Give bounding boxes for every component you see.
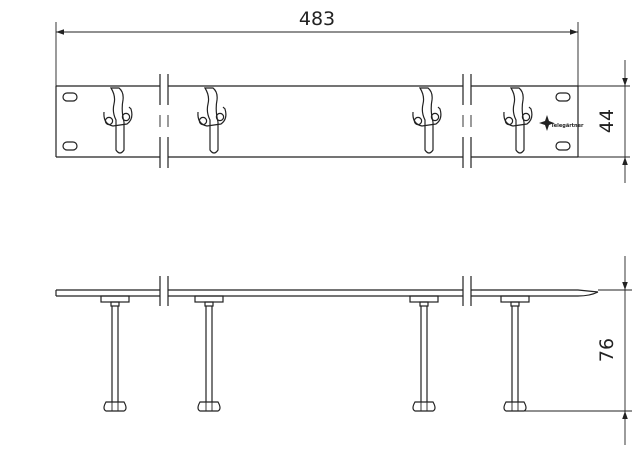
cable-holder-front xyxy=(103,87,133,154)
dimension-width: 483 xyxy=(55,8,579,86)
mounting-slot-top-right xyxy=(555,92,571,102)
front-view: Telegärtner xyxy=(55,74,584,168)
side-plate xyxy=(55,289,599,297)
mounting-slot-bottom-right xyxy=(555,141,571,151)
mounting-slot-top-left xyxy=(62,92,78,102)
cable-holder-side xyxy=(500,295,530,412)
break-symbol-left xyxy=(159,74,169,168)
front-panel-outline xyxy=(55,85,579,158)
side-break-right xyxy=(462,276,472,306)
cable-holder-front xyxy=(197,87,227,154)
break-symbol-right xyxy=(462,74,472,168)
brand-name: Telegärtner xyxy=(551,123,584,129)
brand-logo: Telegärtner xyxy=(539,115,584,131)
cable-holder-side xyxy=(409,295,439,412)
side-break-left xyxy=(159,276,169,306)
cable-holder-front xyxy=(503,87,533,154)
cable-holder-side xyxy=(100,295,130,412)
cable-holder-side xyxy=(194,295,224,412)
brand-logo-icon xyxy=(539,115,554,131)
dimension-depth: 76 xyxy=(524,256,632,445)
cable-holder-front xyxy=(412,87,442,154)
side-view xyxy=(55,276,599,412)
dimension-width-label: 483 xyxy=(299,8,335,30)
dimension-height-label: 44 xyxy=(596,109,618,133)
mounting-slot-bottom-left xyxy=(62,141,78,151)
dimension-depth-label: 76 xyxy=(596,338,618,362)
dimension-height: 44 xyxy=(578,60,630,183)
